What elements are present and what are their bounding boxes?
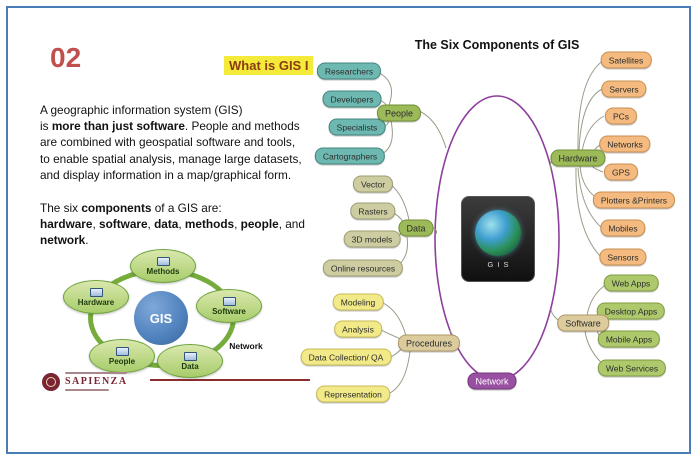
text-segment: components (81, 200, 152, 215)
component-network-label: Network (229, 341, 263, 351)
footer-divider-line (150, 379, 310, 381)
text-segment: The six (40, 200, 82, 215)
text-segment: data (154, 217, 179, 232)
mindmap-node-desktop-apps: Desktop Apps (596, 302, 666, 320)
mindmap-node-analysis: Analysis (334, 320, 382, 338)
mindmap-node-plotters-printers: Plotters &Printers (592, 191, 676, 209)
people-icon (115, 346, 129, 356)
gis-center-circle: GIS (134, 291, 188, 345)
mindmap-node-specialists: Specialists (328, 118, 386, 136)
mindmap-node-gps: GPS (604, 163, 638, 181)
mindmap-node-representation: Representation (316, 385, 390, 403)
logo-smalltext-bar (65, 389, 109, 391)
mindmap-node-3d-models: 3D models (343, 230, 401, 248)
mindmap-node-pcs: PCs (604, 107, 638, 125)
component-label: People (108, 356, 136, 366)
text-segment: people (240, 217, 279, 232)
text-segment: network (40, 233, 86, 248)
component-label: Methods (146, 266, 180, 276)
components-paragraph: The six components of a GIS are: hardwar… (40, 200, 332, 249)
hardware-icon (89, 287, 103, 297)
mindmap-node-mobiles: Mobiles (600, 219, 646, 237)
mindmap-node-networks: Networks (599, 135, 651, 153)
mindmap-node-data-collection: Data Collection/ QA (300, 348, 392, 366)
mindmap-node-cartographers: Cartographers (314, 147, 386, 165)
software-icon (222, 296, 236, 306)
mindmap-node-people: People (376, 104, 422, 122)
component-label: Hardware (77, 297, 115, 307)
mindmap-node-network: Network (467, 372, 517, 390)
text-segment: more than just software (51, 119, 185, 134)
mindmap-node-researchers: Researchers (316, 62, 382, 80)
mindmap-node-data: Data (398, 219, 434, 237)
text-segment: . People and methods are combined with g… (40, 119, 302, 182)
text-segment: , (92, 217, 100, 232)
mindmap-node-web-apps: Web Apps (603, 274, 659, 292)
mindmap-node-mobile-apps: Mobile Apps (597, 330, 661, 348)
mindmap-title: The Six Components of GIS (414, 38, 580, 52)
globe-icon (475, 209, 521, 256)
mindmap-node-sensors: Sensors (599, 248, 647, 266)
gis-center-image: GIS (461, 196, 535, 282)
mindmap-node-software: Software (557, 314, 609, 332)
intro-paragraph: A geographic information system (GIS) is… (40, 102, 332, 183)
mindmap-node-satellites: Satellites (600, 51, 652, 69)
data-icon (183, 351, 197, 361)
sapienza-logo: SAPIENZA (42, 372, 128, 391)
sapienza-emblem-icon (42, 372, 60, 391)
mindmap-node-servers: Servers (601, 80, 647, 98)
mindmap-node-hardware: Hardware (550, 149, 606, 167)
methods-icon (156, 256, 170, 266)
gis-image-label: GIS (487, 259, 513, 269)
mindmap-node-modeling: Modeling (332, 293, 384, 311)
mindmap-node-procedures: Procedures (397, 334, 461, 352)
text-segment: , and (278, 217, 305, 232)
mindmap-node-vector: Vector (352, 175, 394, 193)
mindmap-node-developers: Developers (322, 90, 382, 108)
component-data: Data (157, 344, 223, 378)
text-segment: , (147, 217, 155, 232)
mindmap-node-web-services: Web Services (597, 359, 667, 377)
logo-wordmark: SAPIENZA (65, 376, 128, 387)
logo-smalltext-bar (65, 372, 127, 374)
component-hardware: Hardware (63, 280, 129, 314)
text-segment: methods (184, 217, 235, 232)
text-segment: software (99, 217, 148, 232)
text-segment: , (234, 217, 241, 232)
component-label: Software (212, 306, 246, 316)
slide-title: What is GIS I (224, 56, 314, 75)
text-segment: A geographic information system (GIS) is (40, 102, 243, 134)
text-segment: . (85, 233, 89, 248)
text-segment: hardware (40, 217, 93, 232)
text-segment: of a GIS are: (154, 200, 222, 215)
mindmap-node-online-resources: Online resources (322, 259, 404, 277)
mindmap-node-rasters: Rasters (350, 202, 396, 220)
text-segment: , (178, 217, 185, 232)
component-methods: Methods (130, 249, 196, 283)
component-software: Software (196, 289, 262, 323)
slide-number: 02 (50, 42, 82, 73)
logo-text-block: SAPIENZA (65, 372, 128, 391)
component-label: Data (181, 361, 199, 371)
